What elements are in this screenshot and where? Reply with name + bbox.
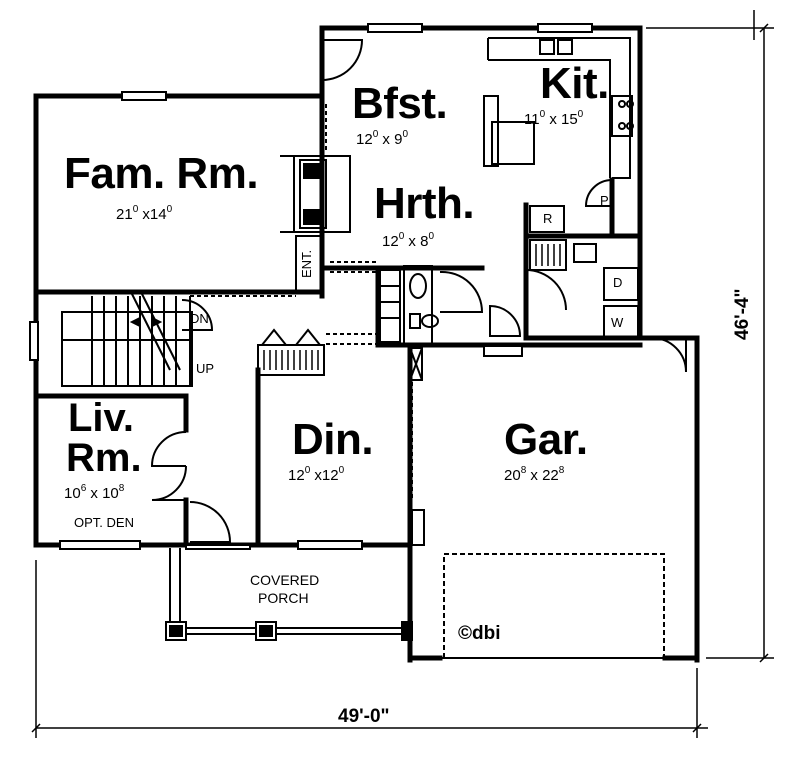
room-dims-living: 106 x 108	[64, 483, 125, 502]
room-name-kitchen: Kit.	[540, 59, 609, 108]
family-depth: 14	[149, 206, 167, 223]
room-name-living-line1: Liv.	[68, 396, 134, 440]
kitchen-width: 11	[524, 111, 540, 128]
living-width: 10	[64, 485, 81, 502]
room-name-hearth: Hrth.	[374, 179, 475, 228]
room-dims-garage: 208 x 228	[504, 465, 565, 484]
hearth-dim-sep: x	[408, 233, 416, 250]
overall-depth-label: 46'-4"	[732, 288, 753, 340]
room-dims-dining: 120 x120	[288, 465, 345, 484]
room-name-garage: Gar.	[504, 415, 588, 464]
family-width: 21	[116, 206, 133, 223]
breakfast-depth: 9	[394, 131, 403, 148]
dryer-label: D	[613, 275, 623, 290]
garage-dim-sep: x	[530, 467, 538, 484]
garage-depth: 22	[542, 467, 559, 484]
dining-dim-sep: x	[314, 467, 322, 484]
breakfast-dim-sep: x	[382, 131, 390, 148]
dining-width: 12	[288, 467, 305, 484]
room-name-breakfast: Bfst.	[352, 79, 448, 128]
garage-width: 20	[504, 467, 521, 484]
kitchen-depth-inches: 0	[577, 109, 584, 120]
overall-width-label: 49'-0"	[338, 706, 390, 727]
breakfast-width-inches: 0	[372, 129, 379, 140]
room-name-dining: Din.	[292, 415, 374, 464]
hearth-depth: 8	[420, 233, 429, 250]
kitchen-width-inches: 0	[539, 109, 546, 120]
refrigerator-label: R	[543, 211, 553, 226]
dining-depth-inches: 0	[338, 465, 345, 476]
living-depth-inches: 8	[118, 483, 125, 494]
pantry-label: P	[600, 193, 609, 208]
garage-width-inches: 8	[520, 465, 527, 476]
room-dims-breakfast: 120 x 90	[356, 129, 408, 148]
family-dim-sep: x	[142, 206, 150, 223]
interior-details	[29, 23, 687, 659]
hearth-width-inches: 0	[398, 231, 405, 242]
room-dims-family: 210 x140	[116, 204, 173, 223]
room-name-family: Fam. Rm.	[64, 149, 259, 198]
washer-label: W	[611, 315, 624, 330]
room-dims-hearth: 120 x 80	[382, 231, 434, 250]
porch-label-line1: COVERED	[250, 572, 320, 588]
hearth-width: 12	[382, 233, 399, 250]
breakfast-depth-inches: 0	[402, 129, 408, 140]
kitchen-depth: 15	[560, 111, 578, 128]
porch-label-line2: PORCH	[258, 590, 309, 606]
dimension-lines	[31, 10, 774, 738]
garage-depth-inches: 8	[558, 465, 565, 476]
living-depth: 10	[102, 485, 119, 502]
breakfast-width: 12	[356, 131, 373, 148]
living-width-inches: 6	[80, 483, 87, 494]
dining-width-inches: 0	[304, 465, 311, 476]
dining-depth: 12	[321, 467, 339, 484]
family-depth-inches: 0	[166, 204, 173, 215]
room-note-opt-den: OPT. DEN	[74, 515, 134, 530]
staircase	[61, 289, 193, 387]
room-dims-kitchen: 110 x 150	[524, 109, 584, 128]
stairs-up-label: UP	[196, 361, 215, 376]
hearth-depth-inches: 0	[428, 231, 434, 242]
room-name-living-line2: Rm.	[66, 436, 142, 480]
kitchen-dim-sep: x	[549, 111, 557, 128]
living-dim-sep: x	[90, 485, 98, 502]
stairs-down-label: DN	[190, 311, 209, 326]
family-width-inches: 0	[132, 204, 139, 215]
entry-label: ENT.	[299, 249, 314, 278]
copyright-mark: ©dbi	[458, 623, 501, 644]
